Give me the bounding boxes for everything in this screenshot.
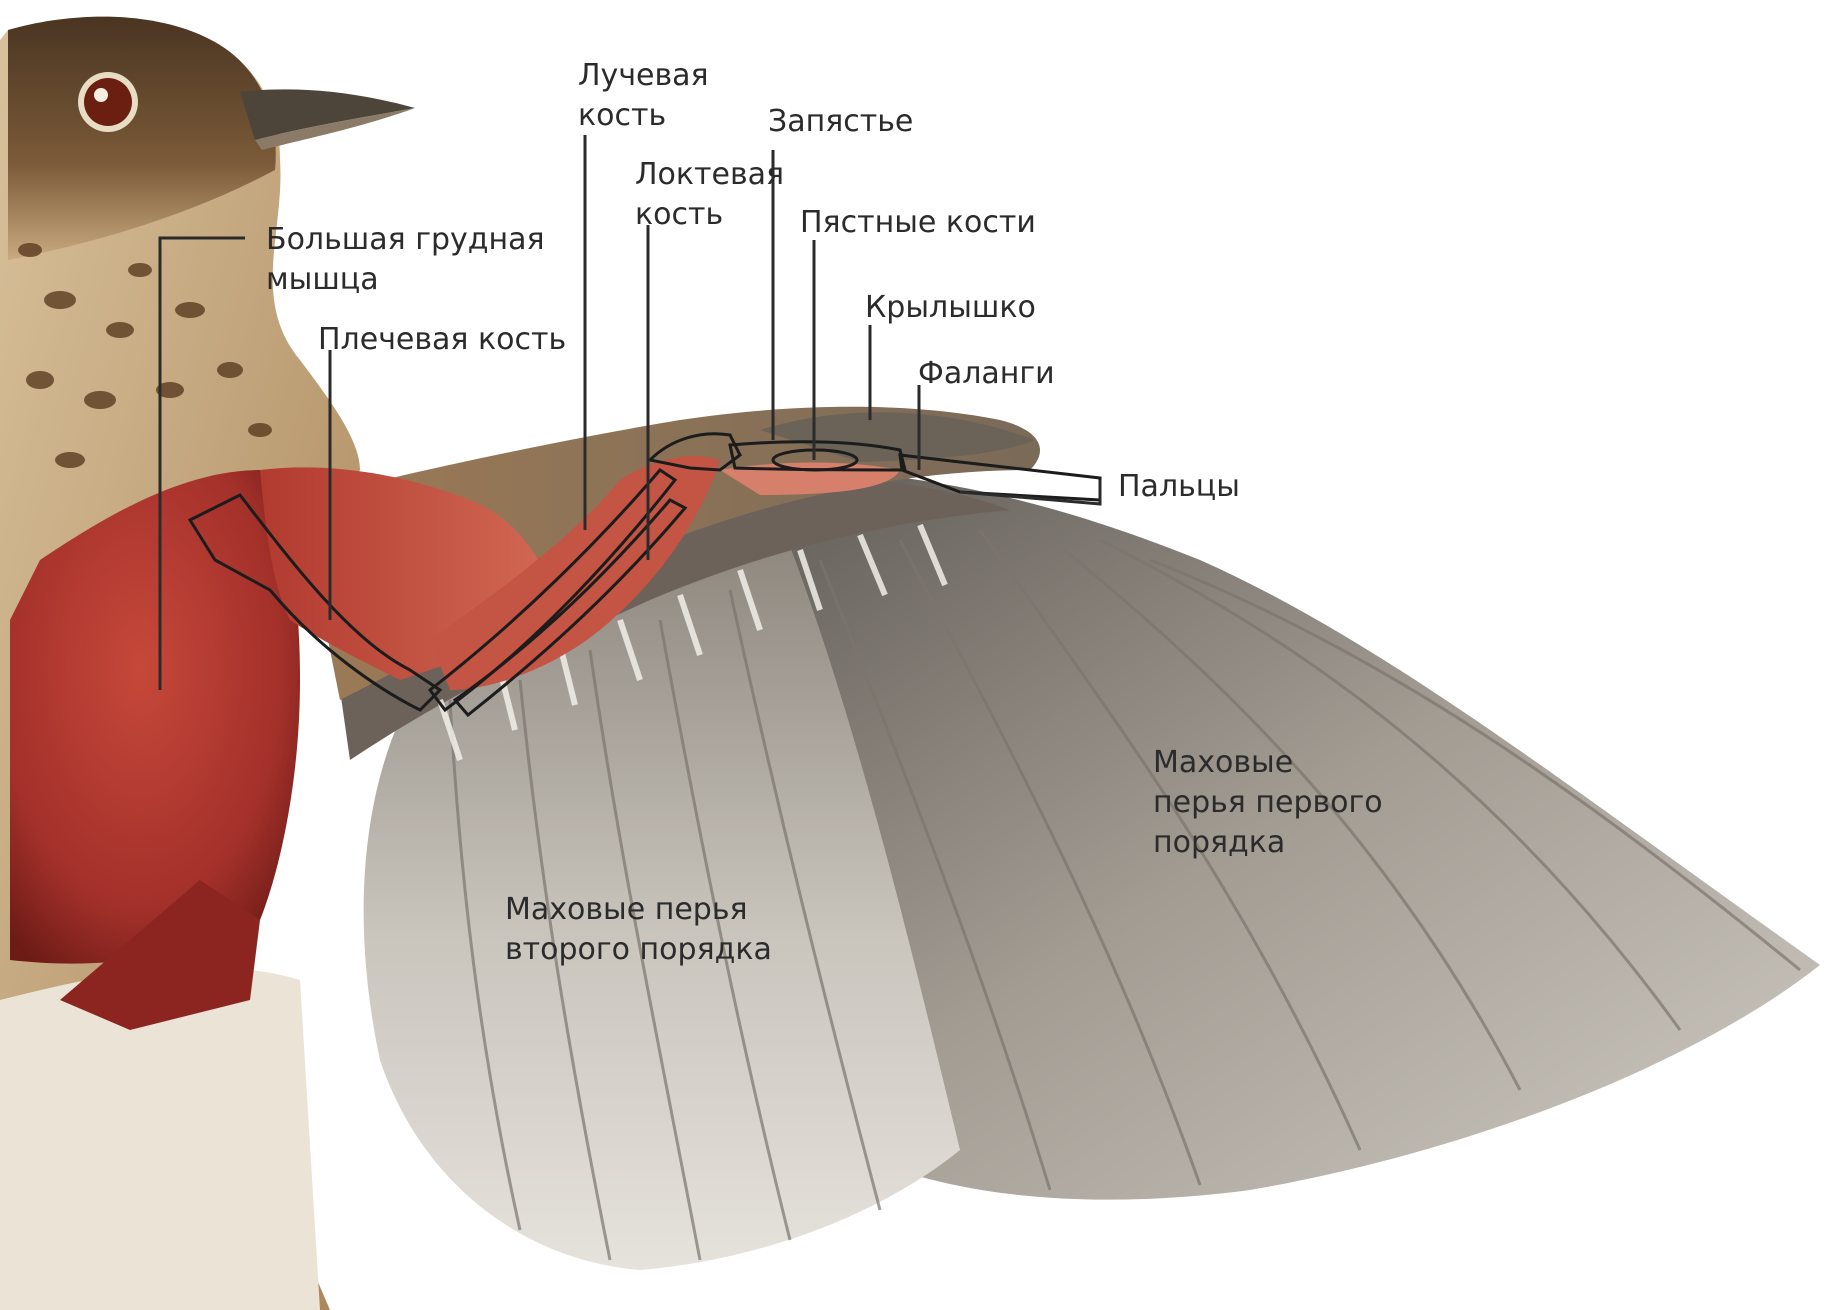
label-wrist-text: Запястье bbox=[768, 102, 913, 142]
label-metacarpals: Пястные кости bbox=[800, 203, 1036, 243]
label-phalanges: Фаланги bbox=[918, 354, 1055, 394]
label-primaries-line3: порядка bbox=[1153, 823, 1383, 863]
label-alula: Крылышко bbox=[865, 288, 1036, 328]
label-ulna-line2: кость bbox=[635, 195, 784, 235]
label-digits: Пальцы bbox=[1118, 467, 1240, 507]
label-wrist: Запястье bbox=[768, 102, 913, 142]
label-secondaries-line2: второго порядка bbox=[505, 930, 772, 970]
label-primary-feathers: Маховые перья первого порядка bbox=[1153, 743, 1383, 863]
label-secondaries-line1: Маховые перья bbox=[505, 890, 772, 930]
label-radius-line2: кость bbox=[578, 96, 709, 136]
label-secondary-feathers: Маховые перья второго порядка bbox=[505, 890, 772, 970]
label-humerus: Плечевая кость bbox=[318, 320, 566, 360]
label-radius-line1: Лучевая bbox=[578, 56, 709, 96]
label-primaries-line1: Маховые bbox=[1153, 743, 1383, 783]
label-pectoral-line2: мышца bbox=[266, 260, 545, 300]
label-ulna-line1: Локтевая bbox=[635, 155, 784, 195]
label-radius: Лучевая кость bbox=[578, 56, 709, 136]
label-ulna: Локтевая кость bbox=[635, 155, 784, 235]
label-pectoral-line1: Большая грудная bbox=[266, 220, 545, 260]
label-pectoral-muscle: Большая грудная мышца bbox=[266, 220, 545, 300]
label-digits-text: Пальцы bbox=[1118, 467, 1240, 507]
label-alula-text: Крылышко bbox=[865, 288, 1036, 328]
wing-feathers bbox=[300, 407, 1820, 1270]
label-humerus-text: Плечевая кость bbox=[318, 320, 566, 360]
label-primaries-line2: перья первого bbox=[1153, 783, 1383, 823]
label-metacarpals-text: Пястные кости bbox=[800, 203, 1036, 243]
label-phalanges-text: Фаланги bbox=[918, 354, 1055, 394]
